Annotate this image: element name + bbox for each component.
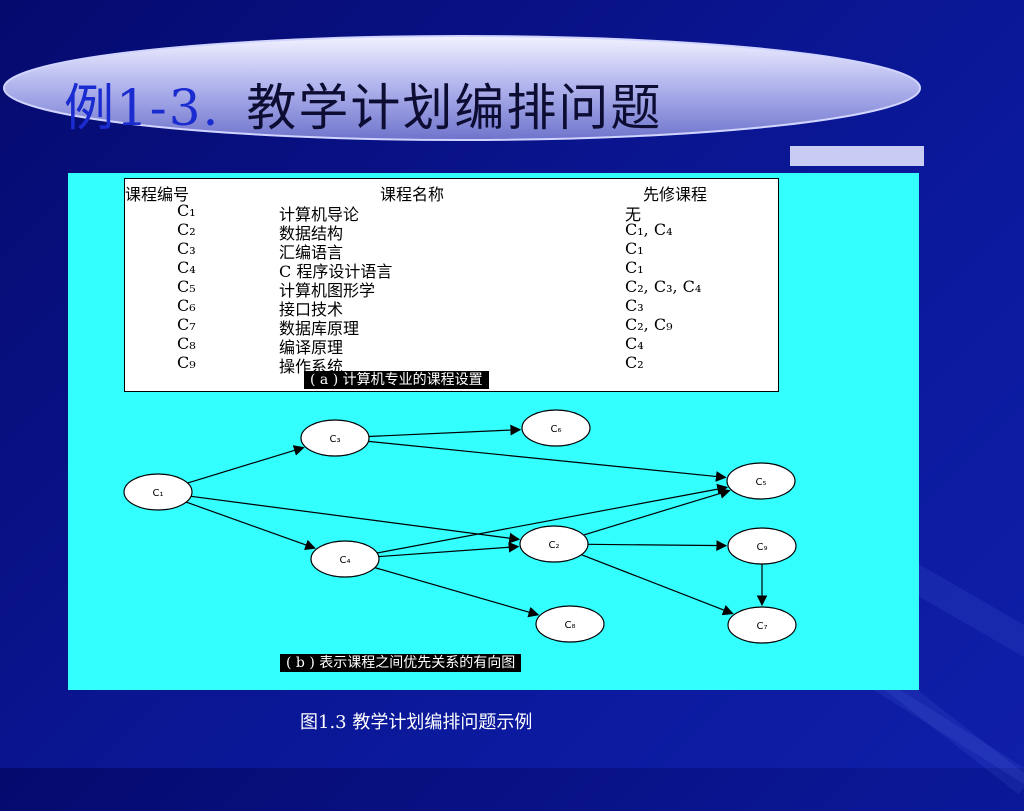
course-prereq: C₂, C₃, C₄ xyxy=(625,277,702,296)
table-row: C₄ C 程序设计语言 C₁ xyxy=(125,258,778,281)
node-c6-label: C₆ xyxy=(551,424,562,435)
edge-c1-c2 xyxy=(190,495,521,544)
course-code: C₈ xyxy=(177,334,196,353)
node-c2: C₂ xyxy=(519,525,589,563)
title-prefix: 例 xyxy=(64,79,116,137)
header-prereq: 先修课程 xyxy=(643,185,708,204)
course-name: 汇编语言 xyxy=(279,243,344,262)
node-c5: C₅ xyxy=(726,462,796,500)
table-row: C₇ 数据库原理 C₂, C₉ xyxy=(125,315,778,338)
table-row: C₈ 编译原理 C₄ xyxy=(125,334,778,357)
course-table: 课程编号 课程名称 先修课程 C₁ 计算机导论 无 C₂ 数据结构 C₁, C₄… xyxy=(124,178,779,392)
course-prereq: 无 xyxy=(625,205,642,224)
graph-caption: ( b ) 表示课程之间优先关系的有向图 xyxy=(280,654,522,672)
title-oval xyxy=(3,35,924,166)
course-code: C₃ xyxy=(177,239,196,258)
edge-c3-c5 xyxy=(368,440,727,482)
table-row: C₂ 数据结构 C₁, C₄ xyxy=(125,220,778,243)
edge-c2-c9 xyxy=(587,540,728,551)
header-code: 课程编号 xyxy=(125,185,190,204)
course-code: C₁ xyxy=(177,201,196,220)
course-name: 数据结构 xyxy=(279,224,344,243)
course-graph: C₁ C₃ C₄ C₆ C₂ C₈ C₅ C₉ C₇ xyxy=(123,409,797,644)
node-c1: C₁ xyxy=(123,473,193,511)
table-row: C₃ 汇编语言 C₁ xyxy=(125,239,778,262)
course-code: C₇ xyxy=(177,315,196,334)
edge-c3-c6 xyxy=(368,424,522,438)
node-c6-shape xyxy=(521,409,591,447)
node-c7-shape xyxy=(727,606,797,644)
course-name: 编译原理 xyxy=(279,338,344,357)
node-c9-label: C₉ xyxy=(757,542,768,553)
course-name: 计算机导论 xyxy=(279,205,360,224)
course-code: C₆ xyxy=(177,296,196,315)
node-c4: C₄ xyxy=(310,540,380,578)
node-c9-shape xyxy=(727,527,797,565)
course-prereq: C₄ xyxy=(625,334,644,353)
course-code: C₂ xyxy=(177,220,196,239)
node-c8: C₈ xyxy=(535,605,605,643)
table-row: C₁ 计算机导论 无 xyxy=(125,201,778,224)
course-name: 计算机图形学 xyxy=(279,281,376,300)
course-name: 数据库原理 xyxy=(279,319,360,338)
node-c7: C₇ xyxy=(727,606,797,644)
course-prereq: C₃ xyxy=(625,296,644,315)
node-c2-shape xyxy=(519,525,589,563)
course-prereq: C₂, C₉ xyxy=(625,315,673,334)
course-prereq: C₂ xyxy=(625,353,644,372)
course-prereq: C₁ xyxy=(625,239,644,258)
table-row: C₉ 操作系统 C₂ xyxy=(125,353,778,376)
node-c5-label: C₅ xyxy=(756,477,767,488)
figure-caption: 图1.3 教学计划编排问题示例 xyxy=(300,712,533,733)
slide-title: 例1-3. 教学计划编排问题 xyxy=(64,68,662,138)
node-c3-shape xyxy=(300,419,370,457)
table-row: C₅ 计算机图形学 C₂, C₃, C₄ xyxy=(125,277,778,300)
edge-c2-c5 xyxy=(583,488,731,536)
course-prereq: C₁, C₄ xyxy=(625,220,673,239)
course-prereq: C₁ xyxy=(625,258,644,277)
node-c4-label: C₄ xyxy=(340,555,351,566)
node-c7-label: C₇ xyxy=(757,621,768,632)
node-c2-label: C₂ xyxy=(549,540,560,551)
title-text: 教学计划编排问题 xyxy=(246,79,663,137)
node-c8-label: C₈ xyxy=(565,620,576,631)
node-c1-shape xyxy=(123,473,193,511)
table-row: C₆ 接口技术 C₃ xyxy=(125,296,778,319)
course-code: C₄ xyxy=(177,258,196,277)
node-c1-label: C₁ xyxy=(153,488,164,499)
table-caption: ( a ) 计算机专业的课程设置 xyxy=(304,371,489,389)
edge-c4-c2 xyxy=(378,541,520,558)
node-c9: C₉ xyxy=(727,527,797,565)
edge-c1-c3 xyxy=(187,445,305,484)
edge-c4-c8 xyxy=(374,567,540,618)
node-c6: C₆ xyxy=(521,409,591,447)
course-name: C 程序设计语言 xyxy=(279,262,393,281)
course-code: C₅ xyxy=(177,277,196,296)
node-c4-shape xyxy=(310,540,380,578)
header-name: 课程名称 xyxy=(380,185,445,204)
node-c5-shape xyxy=(726,462,796,500)
course-name: 接口技术 xyxy=(279,300,344,319)
node-c3-label: C₃ xyxy=(330,434,341,445)
edge-c1-c4 xyxy=(185,501,316,551)
edge-c2-c7 xyxy=(581,554,734,616)
node-c8-shape xyxy=(535,605,605,643)
edge-c4-c5 xyxy=(376,483,729,554)
course-code: C₉ xyxy=(177,353,196,372)
title-number: 1-3. xyxy=(116,79,221,137)
node-c3: C₃ xyxy=(300,419,370,457)
